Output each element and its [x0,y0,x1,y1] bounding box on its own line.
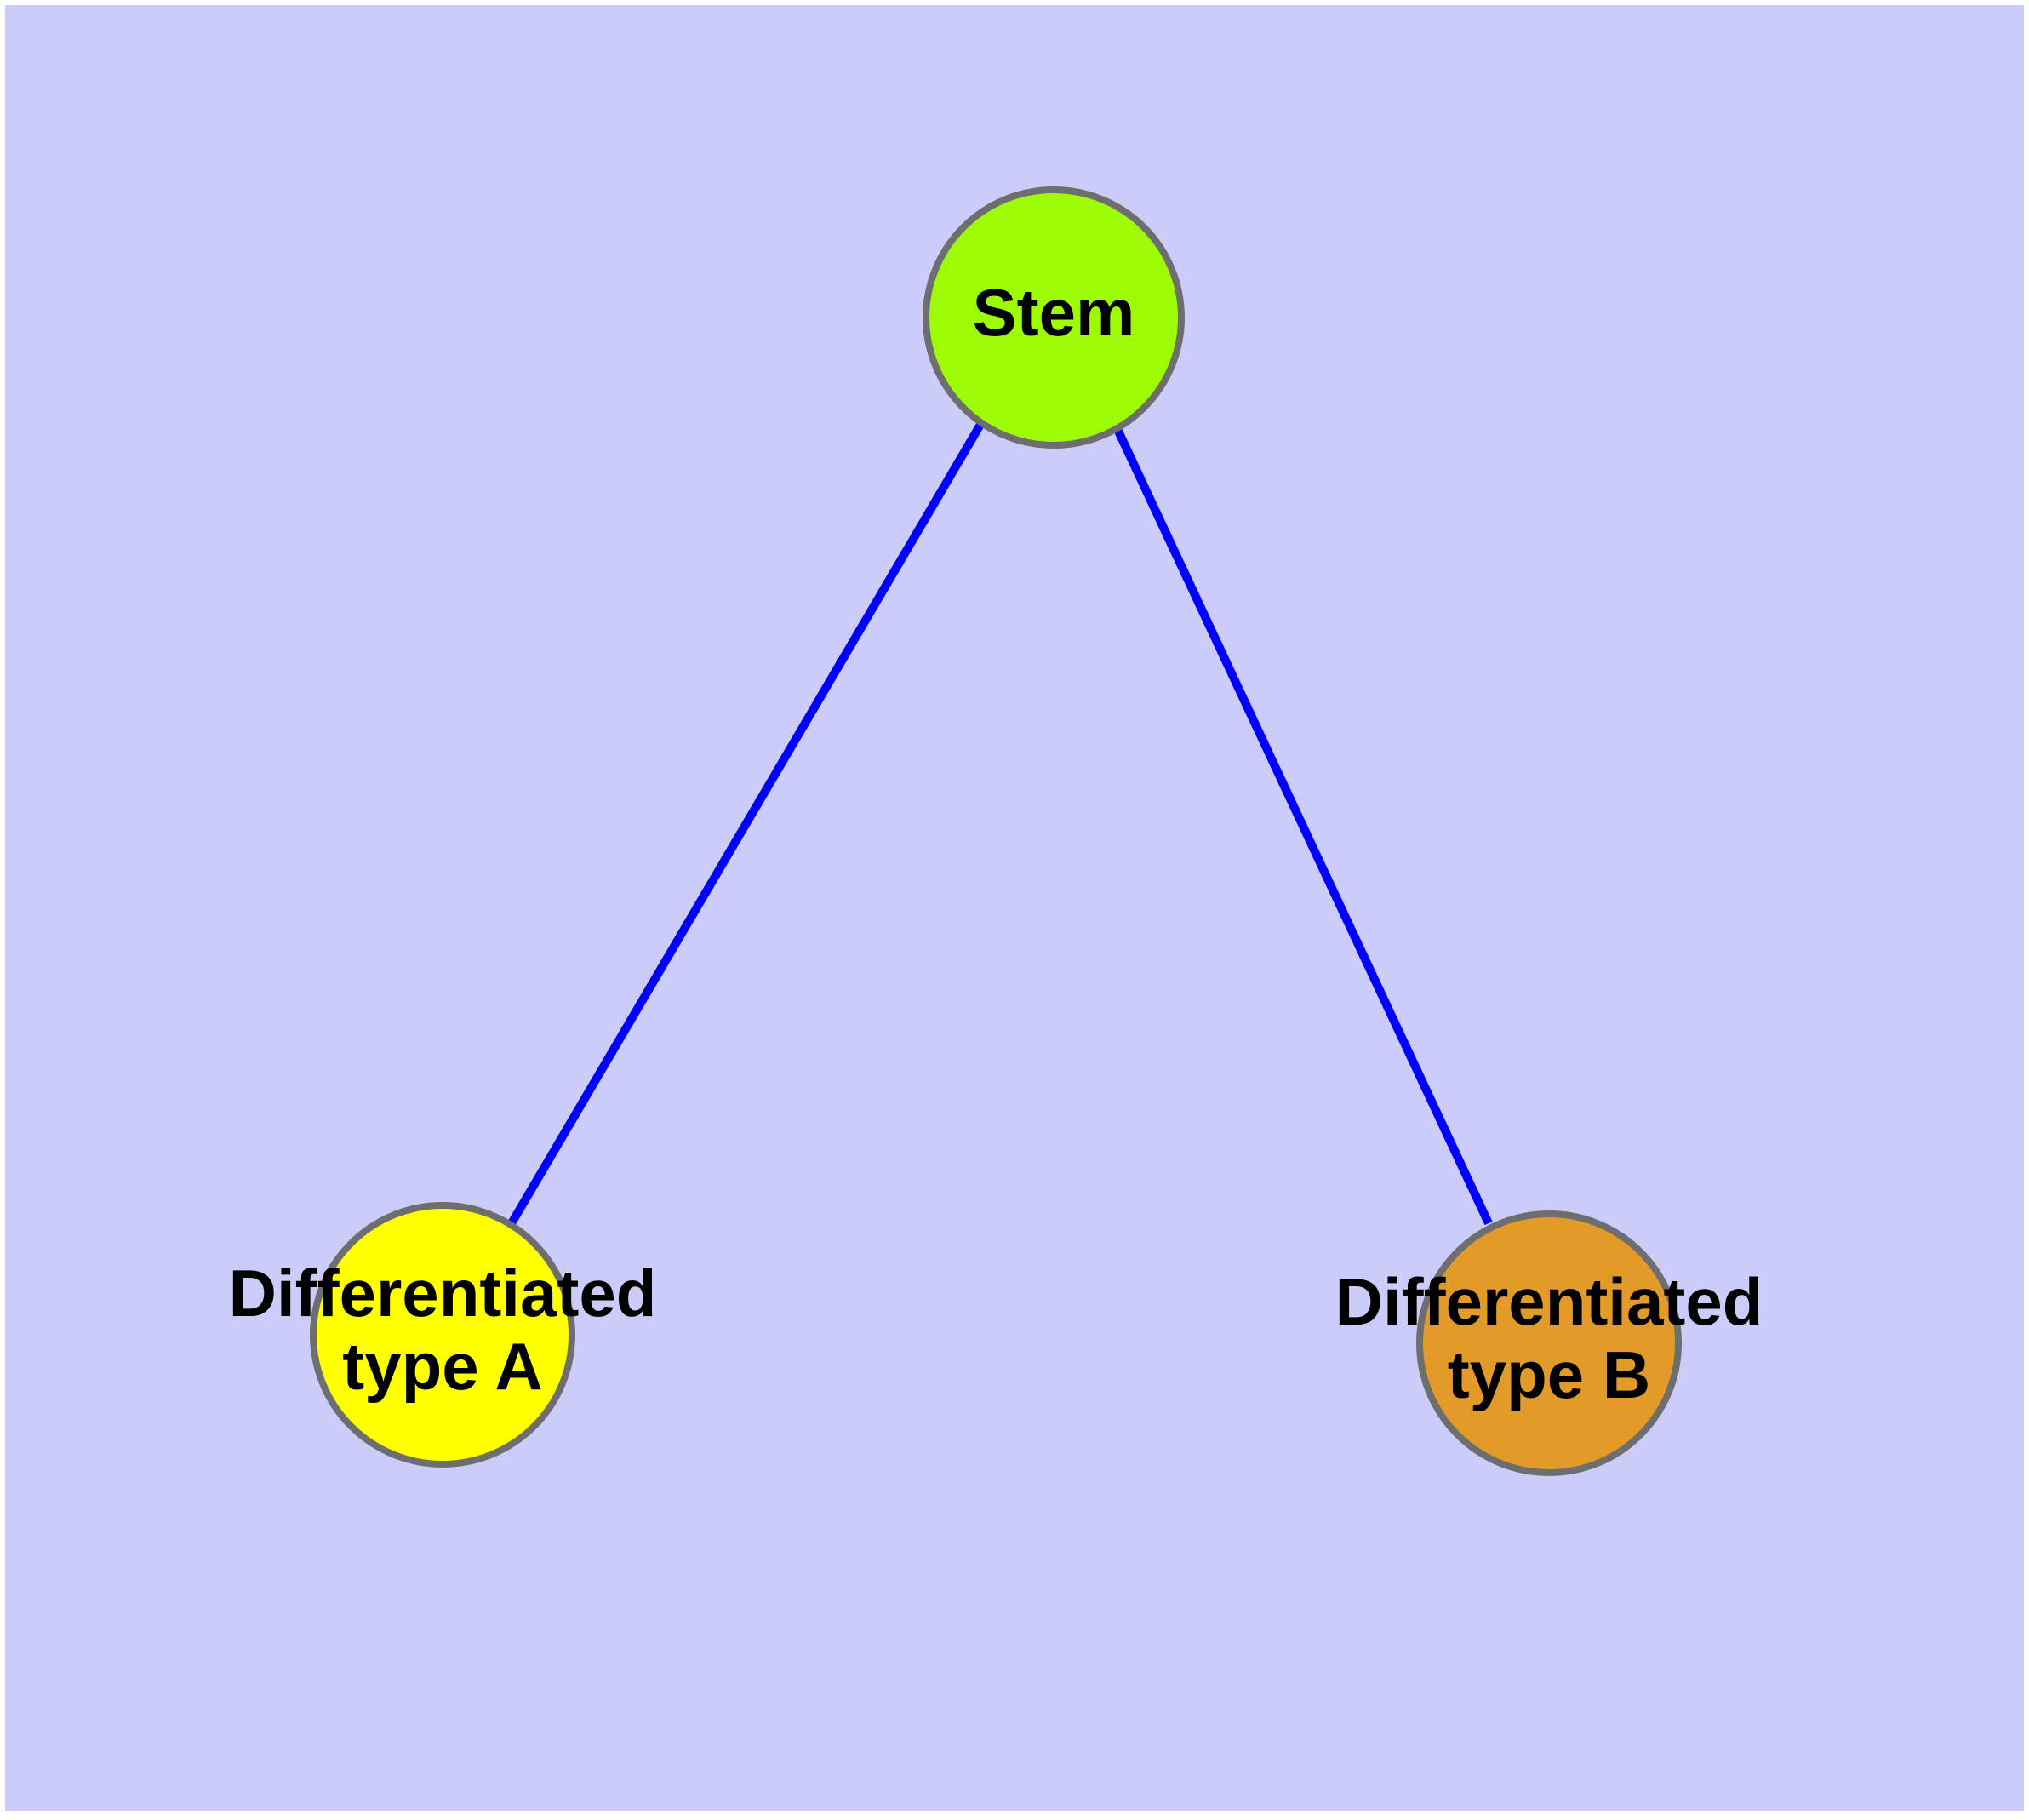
edges-layer [507,421,1493,1226]
node-differentiated-type-a-circle[interactable] [310,1202,575,1468]
node-label-line: Stem [973,275,1135,350]
edge-stem-to-differentiated-type-b[interactable] [1112,423,1493,1226]
node-differentiated-type-b-circle[interactable] [1416,1210,1682,1476]
node-label-line: type B [1448,1337,1650,1412]
nodes-layer [310,186,1682,1476]
node-label-line: Differentiated [229,1256,657,1331]
node-label-line: type A [342,1329,543,1404]
edge-stem-to-differentiated-type-a[interactable] [507,421,986,1226]
node-stem-circle[interactable] [923,186,1185,449]
node-label-line: Differentiated [1335,1264,1763,1339]
node-stem-label: Stem [973,275,1135,350]
